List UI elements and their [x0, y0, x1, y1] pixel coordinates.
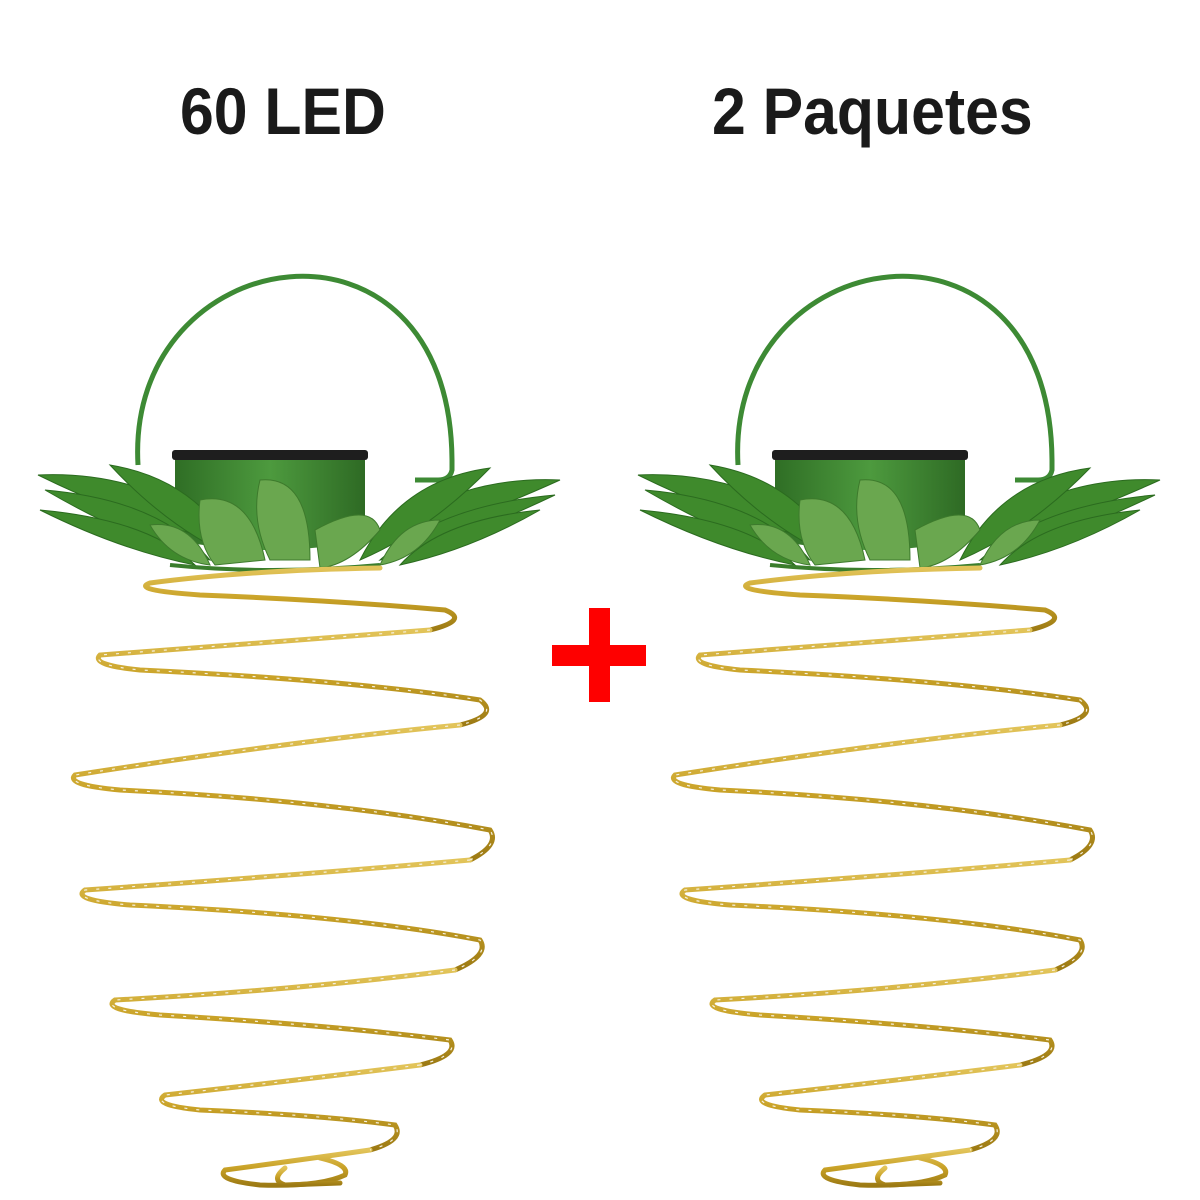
pineapple-lantern-icon	[637, 273, 1161, 1188]
led-count-heading: 60 LED	[180, 74, 386, 148]
plus-vertical-bar	[589, 608, 610, 702]
package-count-heading: 2 Paquetes	[712, 74, 1033, 148]
plus-icon	[552, 608, 646, 702]
pineapple-lantern-icon	[37, 273, 561, 1188]
